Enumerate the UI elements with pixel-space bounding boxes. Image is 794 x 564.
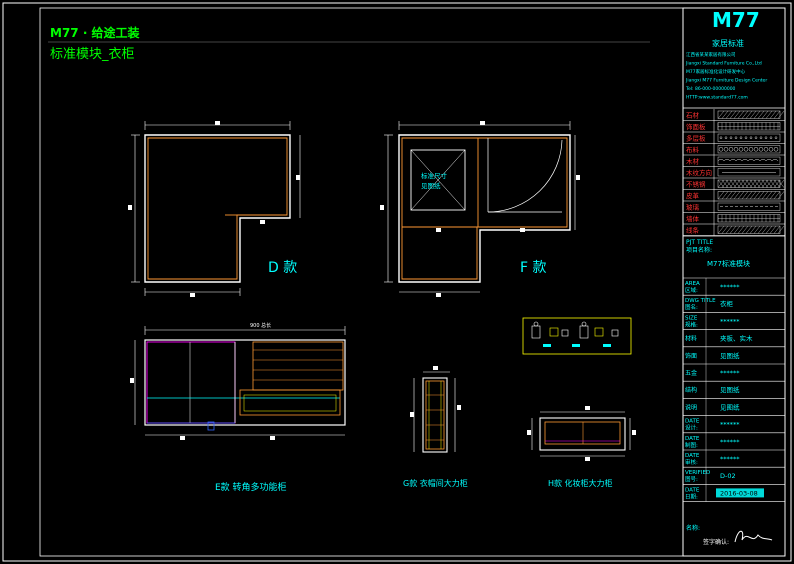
legend-swatch: [717, 133, 781, 142]
header-brand: M77 · 给途工装: [50, 25, 140, 40]
legend-swatch: [717, 156, 781, 165]
row-label-cn: 结构: [685, 386, 697, 394]
legend-label: 布料: [686, 145, 700, 154]
row-label-en: DWG TITLE: [685, 298, 716, 304]
row-label-cn: 图名:: [685, 303, 698, 311]
row-label-en: DATE: [685, 436, 700, 442]
legend-label: 线条: [686, 226, 700, 235]
legend-label: 木纹方向: [686, 168, 712, 177]
legend-swatch: [717, 202, 781, 211]
proj-title-cn: 项目名称:: [686, 246, 712, 254]
row-label-en: AREA: [685, 281, 700, 287]
company-line: HTTP:www.standard77.com: [686, 95, 748, 101]
row-label-en: DATE: [685, 453, 700, 459]
row-value: ******: [720, 455, 740, 463]
row-value: ******: [720, 421, 740, 429]
row-label-en: DATE: [685, 419, 700, 425]
company-line: Tel: 86-000-00000000: [685, 86, 736, 92]
legend-swatch: [717, 110, 785, 119]
legend-label: 木材: [686, 157, 700, 166]
row-label-cn: 饰面: [685, 352, 697, 360]
legend-swatch: [717, 168, 781, 177]
row-label-cn: 材料: [685, 335, 697, 343]
row-label-en: VERIFIED: [685, 470, 710, 476]
row-value: 夹板、实木: [720, 334, 753, 343]
company-line: Jiangxi Standard Furniture Co.,Ltd: [685, 61, 762, 67]
row-label-cn: 规格:: [685, 320, 698, 328]
view-g-elevation: [410, 366, 461, 453]
company-line: 江西省某某家居有限公司: [686, 51, 736, 58]
row-label-cn: 设计:: [685, 424, 698, 432]
view-d-label: D 款: [268, 260, 297, 276]
title-block-company: 家居标准: [712, 38, 744, 48]
legend-label: 多层板: [686, 134, 706, 143]
view-e-dim-top: 900 总长: [250, 322, 271, 329]
title-block-company-lines: 江西省某某家居有限公司 Jiangxi Standard Furniture Co…: [685, 51, 767, 101]
title-block-logo: M77: [712, 8, 760, 32]
row-value: 见图纸: [720, 385, 740, 394]
legend-label: 饰面板: [686, 122, 706, 131]
row-value: 衣柜: [720, 299, 734, 308]
proj-title-value: M77标准模块: [707, 259, 750, 268]
row-value: ******: [720, 283, 740, 291]
title-block: [682, 7, 786, 557]
legend-label: 石材: [686, 111, 700, 120]
row-label-cn: 五金: [685, 369, 697, 377]
row-value: D-02: [720, 472, 736, 480]
proj-title-en: PJT TITLE: [686, 239, 713, 246]
view-e-elevation: [130, 326, 346, 440]
legend-swatch: [717, 122, 781, 131]
view-f-label: F 款: [520, 260, 547, 276]
row-value: 见图纸: [720, 402, 740, 411]
header-subtitle: 标准模块_衣柜: [50, 46, 135, 62]
legend-label: 玻璃: [686, 203, 700, 212]
row-value: ******: [720, 317, 740, 325]
legend-swatch: [717, 179, 785, 188]
company-line: Jiangxi M77 Furniture Design Center: [685, 78, 767, 84]
view-g-label: G款 衣帽间大力柜: [403, 478, 468, 488]
legend-swatch: [717, 191, 785, 200]
row-label-cn: 图号:: [685, 475, 698, 483]
row-label-cn: 日期:: [685, 493, 698, 500]
row-value: ******: [720, 369, 740, 377]
sign-label: 名称:: [686, 524, 700, 532]
row-label-en: DATE: [685, 487, 700, 493]
view-h-elevation: [527, 406, 636, 461]
row-value: 2016-03-08: [720, 489, 758, 497]
legend-label: 墙体: [686, 214, 700, 223]
legend-swatch: [717, 225, 785, 234]
view-f-inner-text-2: 见图纸: [421, 181, 441, 190]
row-label-cn: 审核:: [685, 458, 698, 466]
row-value: 见图纸: [720, 351, 740, 360]
view-d-plan: [128, 121, 301, 297]
row-label-cn: 区域:: [685, 286, 698, 294]
legend-swatch: [717, 145, 781, 154]
legend-label: 皮革: [686, 191, 700, 200]
company-line: M77家居标准化设计研发中心: [686, 68, 746, 75]
view-f-inner-text-1: 标准尺寸: [421, 171, 448, 180]
view-f-plan: [380, 121, 580, 297]
view-h-label: H款 化妆柜大力柜: [548, 478, 613, 488]
signature-scribble: [734, 530, 773, 543]
row-label-cn: 说明: [685, 403, 697, 411]
row-value: ******: [720, 438, 740, 446]
row-label-en: SIZE: [685, 315, 698, 321]
legend-swatch: [717, 214, 781, 223]
legend-label: 不锈钢: [686, 180, 706, 189]
row-label-cn: 制图:: [685, 441, 698, 449]
sign-value: 签字确认:: [703, 538, 729, 546]
detail-symbols-box: [522, 317, 632, 355]
view-e-label: E款 转角多功能柜: [215, 481, 287, 493]
